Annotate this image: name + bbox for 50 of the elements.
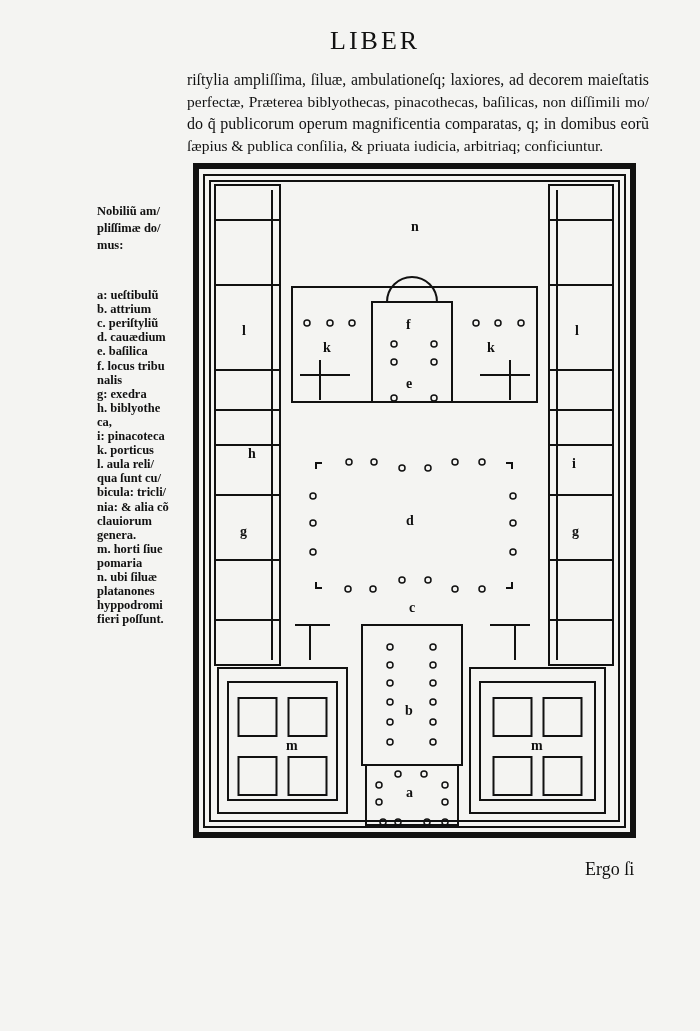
key-text-line: g: exedra: [97, 387, 147, 401]
room-letter: e: [406, 377, 413, 391]
key-text-line: fieri poſſunt.: [97, 613, 164, 626]
key-text-line: nia: & alia cõ: [97, 500, 169, 513]
key-text-line: m. horti ſiue: [97, 542, 163, 556]
key-text-line: platanones: [97, 585, 155, 598]
key-text-line: hyppodromi: [97, 599, 163, 612]
room-letter: l: [242, 324, 246, 338]
body-text-line: do q̃ publicorum operum magnificentia comparatas, q; in domibus eorũ: [187, 116, 649, 132]
key-text-line: a: ueſtibulũ: [97, 289, 159, 302]
room-letter: f: [406, 318, 411, 332]
room-letter: g: [240, 525, 247, 539]
key-text-line: mus:: [97, 239, 124, 252]
key-text-line: pliſſimæ do/: [97, 222, 161, 235]
room-letter: b: [405, 704, 413, 718]
room-letter: h: [248, 447, 256, 461]
body-text-line: perfectæ, Præterea biblyothecas, pinacothecas, baſilicas, non diſſimili mo/: [187, 94, 649, 110]
key-text-line: f. locus tribu: [97, 359, 165, 372]
body-text-line: ſæpius & publica conſilia, & priuata iudicia, arbitriaq; conficiuntur.: [187, 138, 604, 154]
room-letter: g: [572, 525, 579, 539]
room-letter: k: [323, 341, 331, 355]
room-letter: m: [286, 739, 298, 753]
room-letter: n: [411, 220, 419, 234]
key-text-line: b. attrium: [97, 303, 152, 316]
key-text-line: ca,: [97, 415, 112, 429]
key-text-line: bicula: tricli/: [97, 486, 167, 499]
room-letter: l: [575, 324, 579, 338]
catchword: Ergo ſi: [585, 860, 635, 878]
key-text-line: qua ſunt cu/: [97, 472, 161, 485]
key-text-line: Nobiliũ am/: [97, 205, 160, 218]
key-text-line: pomaria: [97, 556, 143, 570]
key-text-line: l. aula reli/: [97, 458, 155, 471]
room-letter: a: [406, 786, 413, 800]
key-text-line: e. baſilica: [97, 345, 148, 358]
key-text-line: n. ubi ſiluæ: [97, 571, 158, 584]
body-text-line: riſtylia ampliſſima, ſiluæ, ambulationeſq; laxiores, ad decorem maieſtatis: [187, 72, 649, 88]
key-text-line: genera.: [97, 528, 137, 542]
key-text-line: i: pinacoteca: [97, 430, 165, 443]
key-text-line: c. periſtyliũ: [97, 317, 159, 330]
room-letter: d: [406, 514, 414, 528]
room-letter: c: [409, 601, 416, 615]
key-text-line: clauiorum: [97, 514, 152, 528]
key-text-line: nalis: [97, 373, 122, 387]
room-letter: m: [531, 739, 543, 753]
room-letter: i: [572, 457, 576, 471]
key-text-line: h. biblyothe: [97, 401, 161, 415]
key-text-line: d. cauædium: [97, 331, 166, 344]
running-header: LIBER: [330, 28, 421, 54]
room-letter: k: [487, 341, 495, 355]
key-text-line: k. porticus: [97, 444, 154, 457]
